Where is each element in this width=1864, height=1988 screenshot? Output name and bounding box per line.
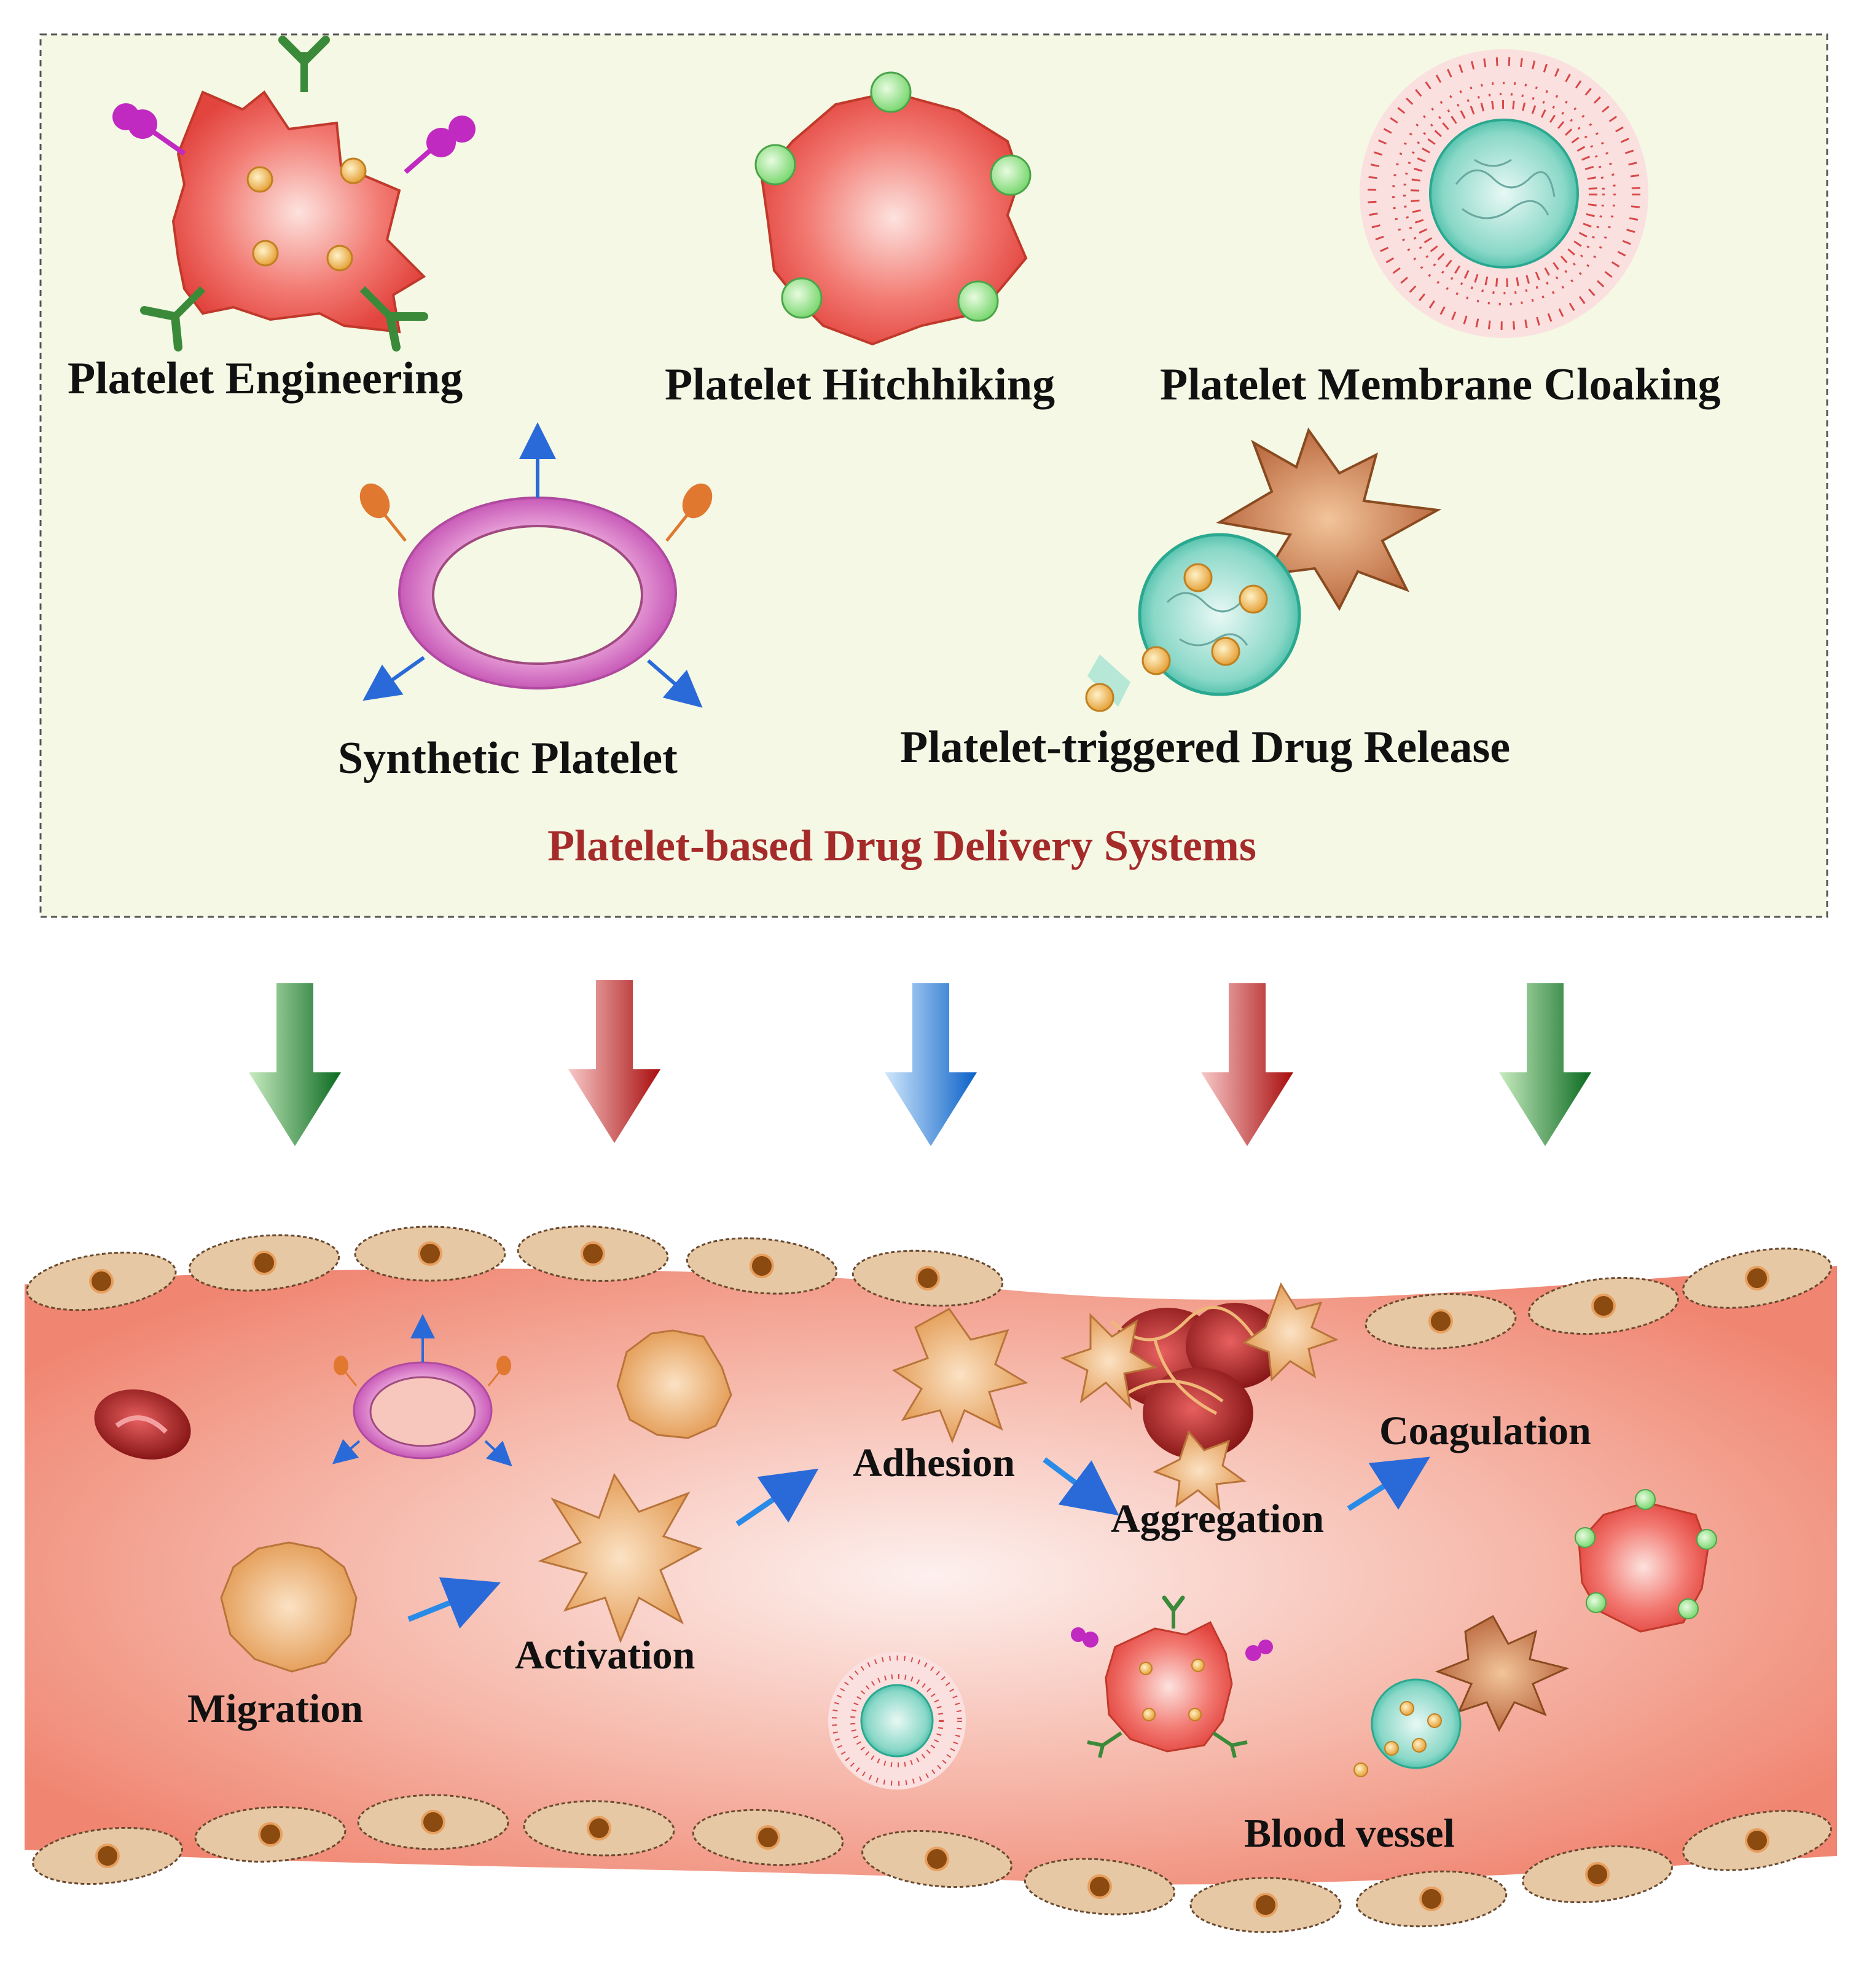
endothelial-cell (194, 1806, 347, 1863)
endothelial-cell (1522, 1845, 1673, 1904)
label-platelet-engineering: Platelet Engineering (68, 353, 463, 404)
endothelial-cell (1682, 1810, 1832, 1871)
activated-platelet (538, 1472, 703, 1644)
platelet-hitchhiking-illustration (754, 71, 1032, 346)
endothelial-cell (517, 1225, 669, 1282)
label-activation: Activation (515, 1633, 695, 1678)
synthetic-platelet-small (332, 1314, 512, 1467)
drug-release-small (1353, 1614, 1570, 1777)
endothelial-cell (1024, 1858, 1176, 1915)
platelet-aggregate (1060, 1282, 1339, 1511)
label-blood-vessel: Blood vessel (1244, 1811, 1455, 1856)
down-arrow-3 (885, 983, 977, 1146)
label-migration: Migration (187, 1686, 363, 1731)
label-adhesion: Adhesion (853, 1440, 1015, 1485)
red-blood-cell (94, 1389, 191, 1460)
endothelial-cell (188, 1234, 340, 1292)
step-arrow-4 (1347, 1456, 1430, 1511)
engineered-platelet-small (1071, 1595, 1273, 1758)
endothelial-cell (1365, 1293, 1517, 1350)
adhered-platelet (891, 1308, 1028, 1444)
endothelial-cell (523, 1800, 675, 1856)
endothelial-cell (852, 1249, 1004, 1307)
resting-platelet (616, 1329, 732, 1439)
endothelial-cells-bottom (32, 1794, 1832, 1933)
label-aggregation: Aggregation (1111, 1496, 1324, 1541)
platelet-membrane-cloaking-illustration (1360, 49, 1648, 338)
endothelial-cell (26, 1251, 177, 1311)
label-platelet-membrane-cloaking: Platelet Membrane Cloaking (1160, 359, 1721, 410)
down-arrow-2 (568, 980, 660, 1143)
label-platelet-triggered-drug-release: Platelet-triggered Drug Release (900, 722, 1510, 772)
endothelial-cell (1528, 1276, 1679, 1335)
endothelial-cell (686, 1237, 838, 1295)
endothelial-cell (1355, 1870, 1508, 1928)
membrane-cloaking-small (828, 1652, 966, 1790)
step-arrow-1 (407, 1577, 501, 1629)
endothelial-cells-top (26, 1225, 1832, 1350)
label-synthetic-platelet: Synthetic Platelet (338, 733, 678, 784)
endothelial-cell (357, 1794, 509, 1850)
platelet-engineering-illustration (112, 36, 476, 352)
migrating-platelet (220, 1541, 358, 1673)
endothelial-cell (861, 1829, 1012, 1888)
endothelial-cell (354, 1225, 506, 1282)
synthetic-platelet-illustration (359, 422, 713, 708)
down-arrow-1 (249, 983, 341, 1146)
step-arrow-3 (1043, 1457, 1119, 1516)
hitchhiking-platelet-small (1575, 1489, 1717, 1633)
platelet-triggered-drug-release-illustration (1085, 427, 1442, 712)
down-arrow-5 (1499, 983, 1591, 1146)
endothelial-cell (692, 1809, 844, 1866)
label-platelet-hitchhiking: Platelet Hitchhiking (665, 359, 1055, 410)
down-arrow-4 (1201, 983, 1293, 1146)
label-coagulation: Coagulation (1379, 1408, 1591, 1453)
step-arrow-2 (735, 1468, 819, 1526)
endothelial-cell (1682, 1247, 1832, 1309)
endothelial-cell (1189, 1877, 1342, 1933)
panel-title: Platelet-based Drug Delivery Systems (547, 821, 1256, 870)
endothelial-cell (32, 1826, 183, 1885)
